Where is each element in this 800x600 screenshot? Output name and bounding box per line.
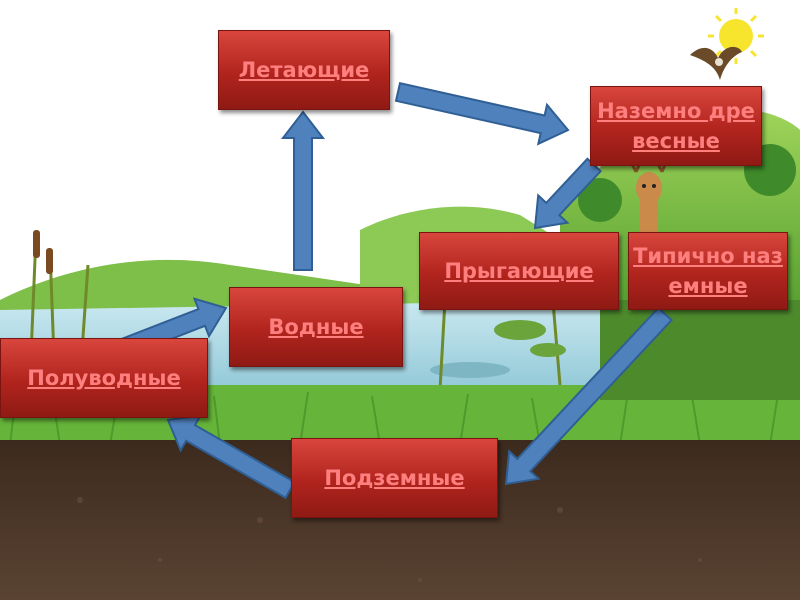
node-podzemnye: Подземные: [291, 438, 498, 518]
node-label: Полуводные: [23, 363, 185, 393]
node-tipichno-nazemnye: Типично наземные: [628, 232, 788, 310]
arrow-nazemno-to-prygayushchie: [535, 159, 601, 228]
arrow-podzemnye-to-poluvodnye: [168, 416, 295, 498]
node-nazemno-drevesnye: Наземно древесные: [590, 86, 762, 166]
node-poluvodnye: Полуводные: [0, 338, 208, 418]
node-label: Типично наземные: [629, 241, 787, 301]
arrow-vodnye-to-letayushchie: [283, 112, 323, 270]
node-letayushchie: Летающие: [218, 30, 390, 110]
node-label: Водные: [264, 312, 367, 342]
arrow-tipichno-to-podzemnye: [506, 308, 672, 484]
node-vodnye: Водные: [229, 287, 403, 367]
node-label: Прыгающие: [440, 256, 597, 286]
node-label: Наземно древесные: [591, 96, 761, 156]
node-label: Летающие: [235, 55, 374, 85]
arrow-letayushchie-to-nazemno: [396, 83, 568, 144]
node-prygayushchie: Прыгающие: [419, 232, 619, 310]
node-label: Подземные: [320, 463, 468, 493]
